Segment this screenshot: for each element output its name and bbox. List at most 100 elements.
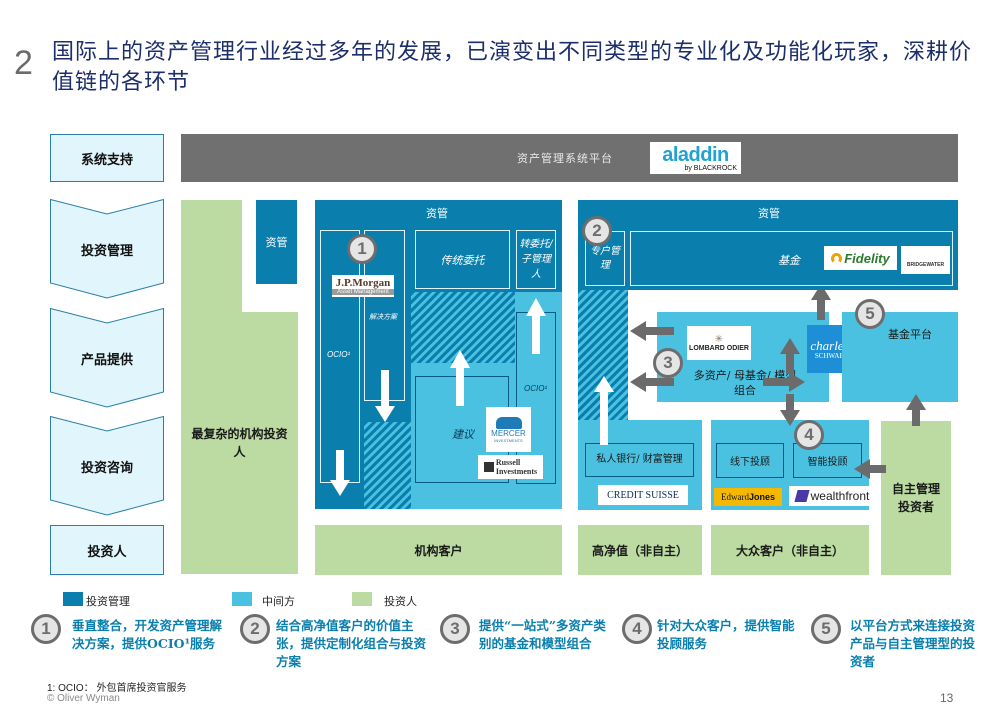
stage-investment-management: 投资管理	[50, 199, 164, 299]
schwab-logo-sub: SCHWAB	[814, 351, 845, 360]
arrow-down-icon	[780, 394, 800, 426]
solution-label: 解决方案	[369, 313, 397, 321]
ocio-label: OCIO¹	[327, 350, 351, 359]
arrow-left-icon	[630, 321, 674, 341]
fund-box	[630, 231, 953, 286]
wealthfront-logo-name: wealthfront	[810, 489, 870, 503]
aladdin-logo-sub: by BLACKROCK	[684, 164, 737, 172]
self-directed-investor-block: 自主管理投资者	[881, 421, 951, 575]
account-mgmt-label: 专户管理	[590, 245, 620, 271]
complex-investor-upper	[181, 200, 242, 312]
traditional-mandate-box: 传统委托	[415, 230, 510, 289]
legend-swatch-investment-mgmt	[63, 592, 83, 606]
russell-logo-name: Russell	[495, 458, 521, 467]
stage-investment-advisory: 投资咨询	[50, 416, 164, 516]
callout-number: 2	[592, 221, 602, 240]
footnote: 1: OCIO： 外包首席投资官服务	[47, 683, 187, 694]
jpmorgan-logo: J.P.Morgan Asset Management	[332, 275, 394, 297]
note-2-text: 结合高净值客户的价值主张，提供定制化组合与投资方案	[276, 618, 427, 669]
stage-label: 系统支持	[80, 152, 133, 168]
legend-swatch-intermediary	[232, 592, 252, 606]
retail-asset-mgmt-block	[578, 200, 958, 290]
note-2-badge: 2	[240, 614, 270, 644]
stage-system-support: 系统支持	[50, 134, 164, 182]
stage-label: 投资人	[87, 544, 127, 560]
copyright: © Oliver Wyman	[47, 693, 120, 704]
schwab-logo-name: charles	[810, 337, 849, 353]
private-bank-label: 私人银行/ 财富管理	[596, 454, 683, 465]
wealthfront-logo: wealthfront	[789, 486, 876, 506]
mass-client-block: 大众客户（非自主）	[711, 525, 869, 575]
flow-arrows	[330, 298, 546, 496]
callout-3: 3	[653, 348, 683, 378]
system-platform-label: 资产管理系统平台	[517, 152, 613, 165]
complex-investor-block: 最复杂的机构投资人	[181, 312, 298, 574]
edward-jones-name-a: Edward	[720, 492, 749, 502]
stage-investor: 投资人	[50, 525, 164, 575]
fidelity-mark-icon	[831, 252, 843, 264]
callout-number: 5	[821, 619, 831, 638]
arrow-down-icon	[375, 370, 395, 422]
private-bank-box: 私人银行/ 财富管理	[585, 443, 694, 477]
robo-advisor-label: 智能投顾	[807, 457, 848, 468]
page-number: 13	[940, 691, 954, 705]
robo-advisor-box: 智能投顾	[793, 443, 862, 478]
arrow-up-icon	[780, 338, 800, 374]
bridgewater-logo-name: BRIDGEWATER	[906, 262, 945, 268]
chevron-shape	[50, 308, 164, 408]
stage-shape	[50, 134, 164, 182]
credit-suisse-logo-name: CREDIT SUISSE	[607, 489, 679, 501]
sub-advisor-label: 转委托/子管理人	[519, 239, 553, 280]
system-platform-bar	[181, 134, 958, 182]
arrow-right-icon	[763, 372, 805, 392]
jpmorgan-logo-sub: Asset Management	[332, 288, 394, 295]
note-4-badge: 4	[622, 614, 652, 644]
advice-label: 建议	[452, 428, 474, 441]
russell-mark-icon	[483, 462, 494, 472]
stage-product-provision: 产品提供	[50, 308, 164, 408]
hatched-area	[364, 422, 412, 509]
institutional-client-block: 机构客户	[315, 525, 562, 575]
institutional-asset-mgmt-header: 资管	[426, 207, 448, 220]
fidelity-logo: Fidelity	[824, 246, 897, 270]
mercer-logo-name: MERCER	[491, 428, 526, 438]
callout-number: 4	[632, 619, 642, 638]
retail-flow-arrows	[594, 290, 926, 479]
chevron-shape	[50, 199, 164, 299]
callout-number: 3	[450, 619, 460, 638]
page-title: 国际上的资产管理行业经过多年的发展，已演变出不同类型的专业化及功能化玩家，深耕价…	[52, 40, 973, 95]
fidelity-logo-name: Fidelity	[844, 250, 890, 266]
note-5-text: 以平台方式来连接投资产品与自主管理型的投资者	[850, 618, 976, 669]
mass-client-label: 大众客户（非自主）	[735, 543, 844, 558]
note-3-badge: 3	[440, 614, 470, 644]
legend-label: 中间方	[262, 595, 295, 608]
arrow-left-icon	[630, 372, 674, 392]
lombard-star-icon: ✳	[714, 334, 724, 345]
offline-advisor-label: 线下投顾	[730, 457, 770, 468]
note-3-text: 提供“一站式”多资产类别的基金和模型组合	[479, 618, 606, 651]
stage-label: 产品提供	[80, 352, 133, 368]
stage-label: 投资管理	[80, 243, 133, 259]
lombard-logo-name: LOMBARD ODIER	[689, 345, 749, 352]
small-asset-mgmt-block: 资管	[256, 200, 297, 284]
callout-number: 3	[663, 353, 673, 372]
sub-advisor-box: 转委托/子管理人	[516, 230, 556, 289]
chevron-shape	[50, 416, 164, 516]
fund-label: 基金	[778, 254, 800, 267]
russell-logo-sub: Investments	[495, 467, 538, 476]
hnw-client-block: 高净值（非自主）	[578, 525, 702, 575]
russell-logo: Russell Investments	[478, 455, 543, 479]
lombard-odier-logo: ✳ LOMBARD ODIER	[687, 326, 751, 360]
callout-number: 4	[804, 425, 814, 444]
mercer-logo-sub: INVESTMENTS	[494, 437, 523, 443]
traditional-mandate-label: 传统委托	[440, 253, 485, 267]
section-number: 2	[14, 44, 33, 82]
aladdin-logo-name: aladdin	[662, 143, 729, 166]
mercer-logo: MERCER INVESTMENTS	[486, 407, 531, 452]
callout-number: 2	[250, 619, 260, 638]
fund-platform-region	[842, 312, 958, 402]
arrow-up-icon	[594, 376, 614, 445]
note-1-text: 垂直整合，开发资产管理解决方案，提供OCIO¹服务	[72, 618, 223, 651]
stage-label: 投资咨询	[80, 460, 133, 476]
